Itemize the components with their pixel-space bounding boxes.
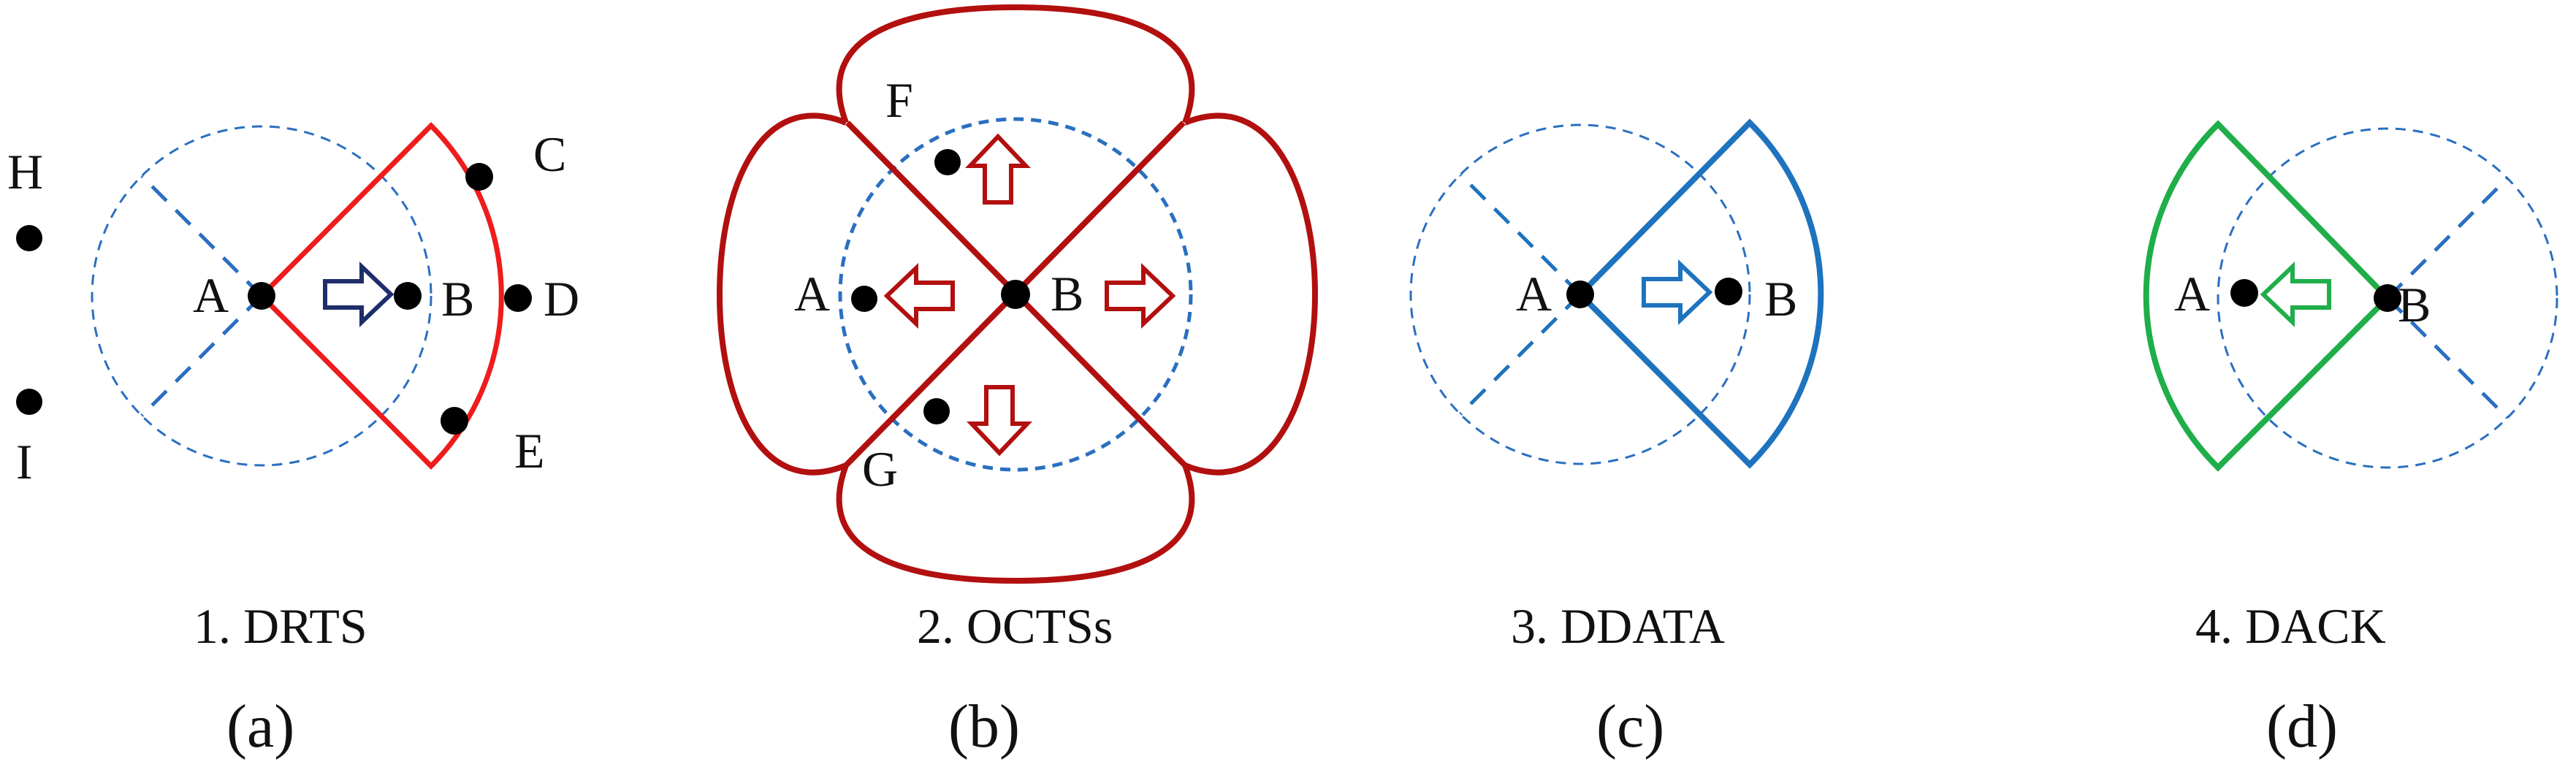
node-a — [851, 286, 877, 312]
node-a — [1566, 281, 1594, 308]
node-b — [1001, 280, 1030, 309]
node-a — [248, 282, 275, 310]
node-b — [394, 282, 422, 310]
node-i — [16, 389, 42, 415]
node-label-a: A — [1516, 266, 1552, 321]
node-label-h: H — [7, 144, 43, 199]
node-label-f: F — [885, 72, 913, 128]
node-label-b: B — [1051, 266, 1083, 321]
panel-b: F A B G 2. OCTSs (b) — [716, 4, 1319, 760]
node-label-a: A — [794, 266, 830, 321]
node-label-e: E — [514, 423, 545, 478]
panel-label-a: (a) — [226, 693, 294, 760]
node-c — [465, 163, 493, 191]
ddata-sector — [1576, 118, 1824, 469]
range-circle-d — [2217, 127, 2558, 469]
arrow-right-icon — [1644, 264, 1710, 320]
node-f — [934, 149, 961, 175]
range-circle-b — [838, 117, 1193, 472]
arrow-right-icon — [325, 267, 391, 322]
caption-d: 4. DACK — [2195, 598, 2386, 654]
arrow-down-icon — [972, 387, 1027, 453]
node-label-d: D — [544, 271, 579, 327]
panel-label-c: (c) — [1596, 693, 1664, 760]
panel-label-b: (b) — [948, 693, 1020, 760]
node-a — [2230, 279, 2258, 307]
range-circle-c — [1409, 123, 1751, 465]
octs-lobe-top — [836, 4, 1195, 124]
octs-lobe-bottom — [836, 464, 1195, 584]
arrow-left-icon — [887, 268, 953, 324]
arrow-right-icon — [1107, 268, 1173, 324]
dir-line-lower-left — [1459, 293, 1582, 416]
octs-lobe-right — [1184, 112, 1319, 476]
arrow-up-icon — [970, 137, 1026, 202]
dir-line-upper-left — [1459, 173, 1582, 296]
dir-line-lower-right — [2386, 297, 2509, 419]
panel-label-d: (d) — [2266, 693, 2338, 760]
caption-a: 1. DRTS — [194, 598, 367, 654]
node-label-b: B — [441, 271, 474, 327]
range-circle-a — [91, 125, 432, 467]
node-label-i: I — [16, 434, 33, 489]
caption-b: 2. OCTSs — [917, 598, 1113, 654]
panel-a: H I A B C D E 1. DRTS (a) — [7, 122, 579, 760]
node-e — [441, 407, 468, 435]
node-label-b: B — [1764, 271, 1797, 327]
node-label-a: A — [193, 267, 229, 323]
octs-lobe-left — [716, 112, 847, 476]
node-label-g: G — [862, 441, 898, 497]
node-label-a: A — [2174, 266, 2210, 321]
dack-sector — [2143, 120, 2392, 472]
node-b — [2374, 284, 2401, 312]
node-g — [923, 398, 950, 424]
panel-d: A B 4. DACK (d) — [2143, 120, 2558, 760]
dir-line-upper-left — [140, 175, 263, 297]
node-d — [504, 284, 532, 312]
arrow-left-icon — [2263, 267, 2329, 322]
dir-line-upper-right — [2386, 177, 2509, 300]
caption-c: 3. DDATA — [1511, 598, 1725, 654]
node-b — [1715, 278, 1742, 305]
node-label-c: C — [533, 126, 566, 182]
panel-c: A B 3. DDATA (c) — [1409, 118, 1824, 760]
dir-line-lower-left — [140, 294, 263, 417]
node-h — [16, 225, 42, 251]
node-label-b: B — [2398, 277, 2431, 332]
